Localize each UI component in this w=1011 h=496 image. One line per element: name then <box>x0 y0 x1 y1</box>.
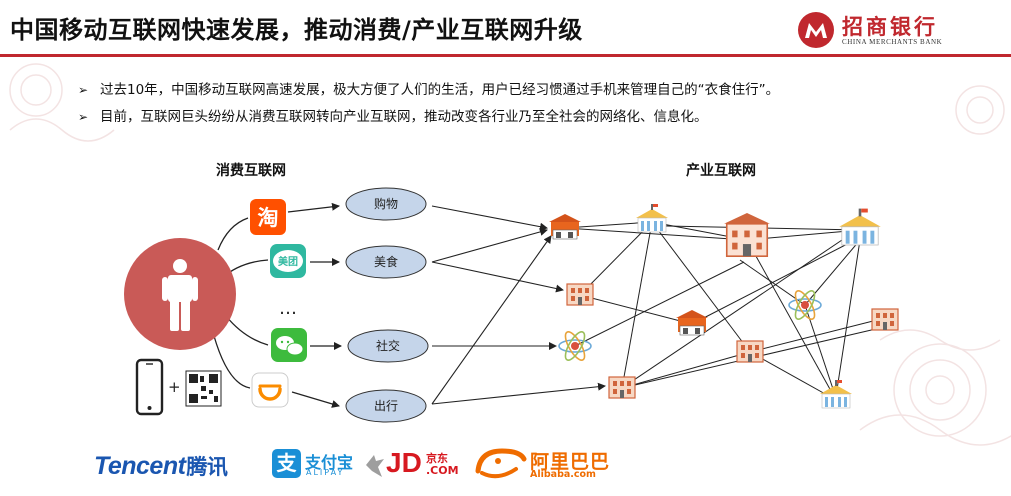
qr-code-icon <box>185 370 222 407</box>
didi-app-icon <box>251 372 289 408</box>
category-oval-shopping: 购物 <box>345 187 427 221</box>
cmb-logo: 招商银行 CHINA MERCHANTS BANK <box>796 10 996 50</box>
category-oval-travel: 出行 <box>345 389 427 423</box>
government-building-icon <box>839 208 881 246</box>
bullet-item: ➢ 目前，互联网巨头纷纷从消费互联网转向产业互联网，推动改变各行业乃至全社会的网… <box>78 107 779 134</box>
alibaba-logo-cn: 阿里巴巴 <box>530 451 611 473</box>
brand-logos: Tencent腾讯 支 支付宝 ALIPAY JD 京东 .COM 阿里巴巴 A… <box>94 445 614 489</box>
plus-sign: + <box>168 378 181 396</box>
taobao-icon-text: 淘 <box>258 206 279 230</box>
app-category-arrows <box>287 202 342 408</box>
atom-icon <box>558 328 592 364</box>
hospital-building-icon <box>724 213 770 258</box>
bank-building-icon <box>819 379 853 409</box>
category-label: 美食 <box>374 254 398 269</box>
alipay-mark-icon: 支 <box>272 449 301 478</box>
bullet-text: 目前，互联网巨头纷纷从消费互联网转向产业互联网，推动改变各行业乃至全社会的网络化… <box>100 109 708 125</box>
logo-text-en: CHINA MERCHANTS BANK <box>842 38 943 46</box>
taobao-app-icon: 淘 <box>250 199 286 235</box>
category-oval-social: 社交 <box>347 329 429 363</box>
bullet-text: 过去10年，中国移动互联网高速发展，极大方便了人们的生活，用户已经习惯通过手机来… <box>100 82 780 98</box>
tencent-logo-en: Tencent <box>94 452 186 480</box>
alipay-logo-cn: 支付宝 <box>305 453 354 472</box>
office-building-icon <box>608 376 636 399</box>
category-network-arrows <box>431 205 606 405</box>
consumer-internet-label: 消费互联网 <box>216 163 286 179</box>
tencent-logo: Tencent腾讯 <box>94 451 228 481</box>
bullet-list: ➢ 过去10年，中国移动互联网高速发展，极大方便了人们的生活，用户已经习惯通过手… <box>78 80 779 134</box>
bank-building-icon <box>635 203 669 233</box>
alibaba-smile-icon <box>475 448 527 479</box>
category-label: 购物 <box>374 196 398 211</box>
category-label: 社交 <box>376 338 400 353</box>
bullet-item: ➢ 过去10年，中国移动互联网高速发展，极大方便了人们的生活，用户已经习惯通过手… <box>78 80 779 107</box>
office-building-icon <box>566 283 594 306</box>
atom-icon <box>788 287 822 323</box>
tencent-logo-cn: 腾讯 <box>186 456 228 479</box>
alipay-logo-en: ALIPAY <box>306 468 345 477</box>
office-building-icon <box>736 340 764 363</box>
office-building-icon <box>871 308 899 331</box>
alibaba-logo-en: Alibaba.com <box>530 469 596 480</box>
shop-building-icon <box>675 309 709 336</box>
page-title: 中国移动互联网快速发展，推动消费/产业互联网升级 <box>10 16 583 44</box>
title-divider <box>0 54 1011 57</box>
industry-network-links <box>564 221 886 401</box>
user-figure <box>124 238 236 350</box>
shop-building-icon <box>548 213 582 240</box>
jd-dog-icon <box>366 455 384 477</box>
wechat-app-icon <box>271 328 307 362</box>
phone-icon <box>135 358 164 416</box>
industry-internet-label: 产业互联网 <box>686 163 756 179</box>
jd-logo-com: .COM <box>426 464 459 477</box>
jd-logo-text: JD <box>386 447 422 478</box>
category-oval-food: 美食 <box>345 245 427 279</box>
meituan-icon-text: 美团 <box>278 255 298 268</box>
cmb-logo-icon <box>798 12 834 48</box>
arrow-bullet-icon: ➢ <box>78 83 89 97</box>
arrow-bullet-icon: ➢ <box>78 110 89 124</box>
meituan-app-icon: 美团 <box>270 244 306 278</box>
more-apps-ellipsis: … <box>279 298 297 319</box>
category-label: 出行 <box>374 399 398 413</box>
logo-text-cn: 招商银行 <box>842 14 938 39</box>
jd-logo-cn: 京东 <box>426 452 448 465</box>
